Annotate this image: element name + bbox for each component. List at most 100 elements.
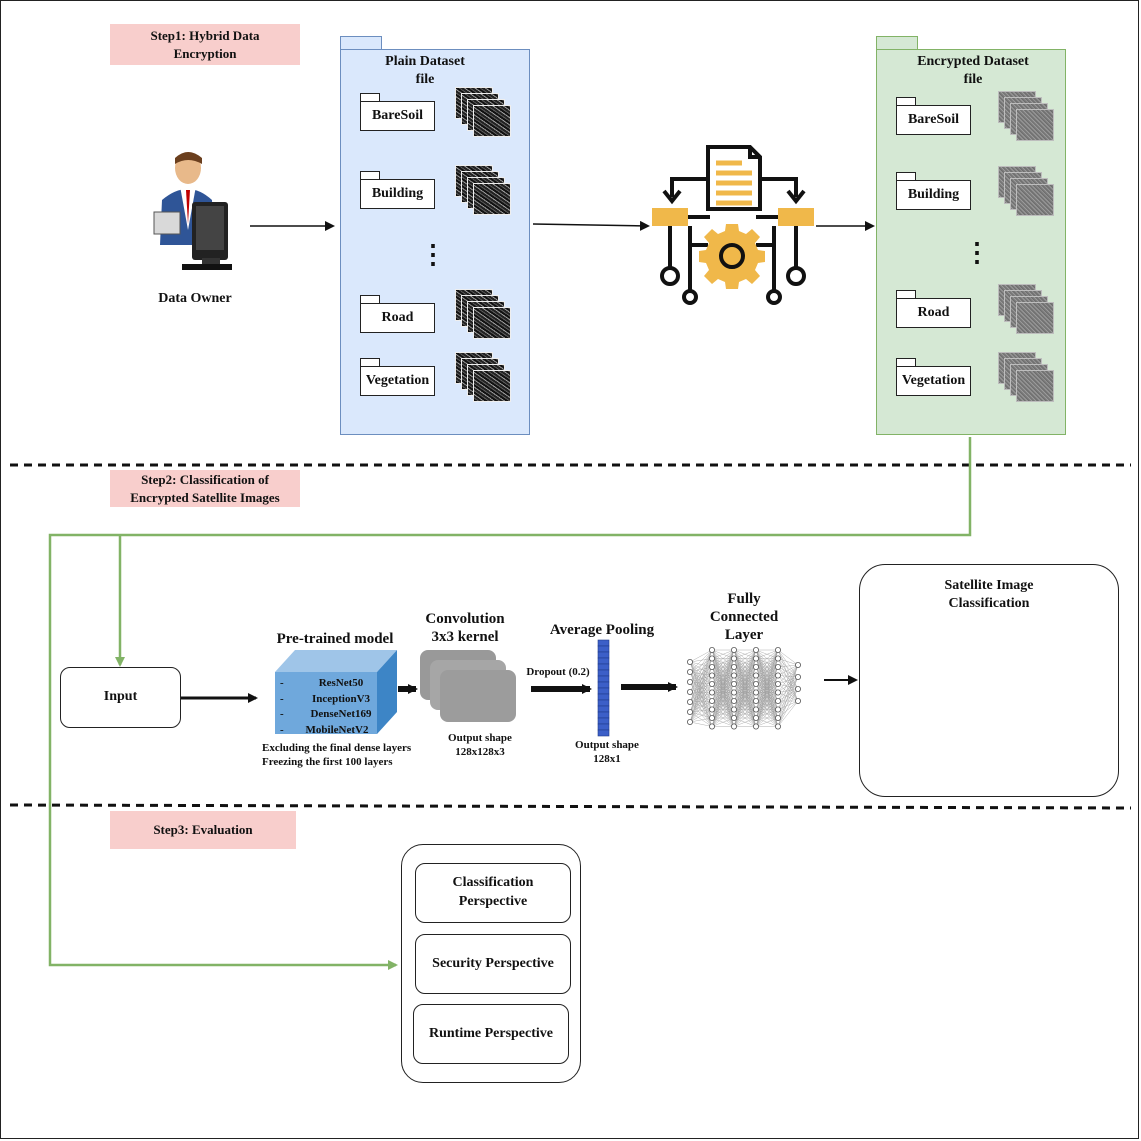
pretrained-cube (275, 650, 397, 734)
fc-connection (777, 664, 799, 668)
fc-neuron (731, 715, 738, 722)
fc-neuron (709, 672, 716, 679)
fc-connection (689, 675, 713, 723)
fc-connection (777, 676, 799, 710)
fc-neuron (731, 723, 738, 730)
fc-connection (711, 649, 735, 710)
encrypted-ellipsis: ⋮ (964, 238, 990, 267)
fc-connection (689, 666, 713, 723)
satellite-image-thumb (473, 370, 511, 402)
fc-connection (777, 683, 799, 702)
fc-connection (689, 681, 713, 693)
fc-connection (777, 676, 799, 693)
plain-folder-label: Building (371, 186, 424, 201)
plain-folder-vegetation[interactable]: Vegetation (360, 366, 435, 396)
fc-neuron (731, 706, 738, 713)
encrypted-folder-vegetation[interactable]: Vegetation (896, 366, 971, 396)
fc-neuron (775, 723, 782, 730)
conv-title: Convolution 3x3 kernel (410, 610, 520, 646)
fc-connection (777, 664, 799, 702)
pool-title: Average Pooling (549, 622, 655, 638)
fc-neuron (731, 698, 738, 705)
fc-connection (711, 649, 735, 702)
document-gear-encryption-icon (652, 145, 814, 305)
fc-neuron (687, 699, 694, 706)
dropout-label: Dropout (0.2) (526, 666, 590, 678)
plain-folder-building[interactable]: Building (360, 179, 435, 209)
fc-connection (777, 688, 799, 710)
security-perspective-box[interactable]: Security Perspective (415, 934, 571, 994)
pooling-cell (597, 693, 610, 701)
fc-neuron (687, 709, 694, 716)
fc-neuron (753, 723, 760, 730)
classification-perspective-label: Classification Perspective (453, 874, 534, 912)
model-bullet: - (280, 692, 284, 705)
fc-neuron (775, 664, 782, 671)
encrypted-folder-tab (896, 172, 916, 180)
fc-connection (689, 691, 713, 693)
pooling-cell (597, 639, 610, 647)
fc-connection (689, 683, 713, 693)
encrypted-folder-road[interactable]: Road (896, 298, 971, 328)
encrypted-folder-building[interactable]: Building (896, 180, 971, 210)
fc-title: Fully Connected Layer (696, 590, 792, 644)
fc-connection (733, 649, 757, 693)
encrypted-folder-baresoil[interactable]: BareSoil (896, 105, 971, 135)
plain-dataset-title: Plain Dataset file (340, 53, 510, 89)
fc-network (687, 647, 802, 730)
encrypted-folder-tab (896, 97, 916, 105)
encrypted-image-thumb (1016, 184, 1054, 216)
classification-line2: Perspective (458, 894, 528, 909)
fc-connection (689, 649, 713, 713)
fc-connection (711, 649, 735, 727)
satellite-image-thumb (473, 307, 511, 339)
fc-connection (755, 649, 779, 702)
fc-title-line1: Fully (727, 591, 761, 607)
plain-folder-baresoil[interactable]: BareSoil (360, 101, 435, 131)
pool-output-line1: Output shape (575, 739, 639, 751)
fc-neuron (775, 681, 782, 688)
fc-connection (777, 676, 799, 702)
fc-connection (733, 658, 757, 727)
classification-perspective-box[interactable]: Classification Perspective (415, 863, 571, 923)
fc-connection (711, 649, 735, 719)
fc-connection (711, 666, 735, 727)
fc-neuron (753, 672, 760, 679)
fc-neuron (795, 662, 802, 669)
fc-connection (689, 675, 713, 693)
plain-folder-tab (360, 295, 380, 303)
fc-neuron (709, 706, 716, 713)
conv-title-line2: 3x3 kernel (431, 629, 499, 645)
pooling-cell (597, 645, 610, 653)
model-item: -ResNet50 (280, 676, 376, 692)
input-box[interactable]: Input (60, 667, 181, 728)
fc-connection (711, 683, 735, 727)
pooling-cell (597, 717, 610, 725)
fc-connection (711, 700, 735, 727)
fc-connection (689, 658, 713, 693)
model-name: ResNet50 (318, 677, 364, 689)
encrypted-folder-label: BareSoil (907, 112, 960, 127)
fc-neuron (709, 723, 716, 730)
plain-folder-tab (360, 93, 380, 101)
fc-neuron (753, 706, 760, 713)
fc-connection (689, 649, 713, 663)
step3-label: Step3: Evaluation (110, 811, 296, 849)
step2-line1: Step2: Classification of (141, 471, 269, 487)
encrypted-folder-tab (896, 358, 916, 366)
input-label: Input (103, 689, 138, 705)
fc-connection (689, 683, 713, 703)
fc-neuron (687, 679, 694, 686)
encrypted-folder-tab (876, 36, 918, 50)
fc-connection (777, 664, 799, 719)
encrypted-image-thumb (1016, 109, 1054, 141)
plain-folder-road[interactable]: Road (360, 303, 435, 333)
fc-neuron (731, 672, 738, 679)
fc-neuron (775, 655, 782, 662)
fc-connection (733, 692, 757, 727)
conv-title-line1: Convolution (425, 611, 505, 627)
fc-neuron (709, 689, 716, 696)
runtime-perspective-box[interactable]: Runtime Perspective (413, 1004, 569, 1064)
fc-connection (777, 692, 799, 702)
